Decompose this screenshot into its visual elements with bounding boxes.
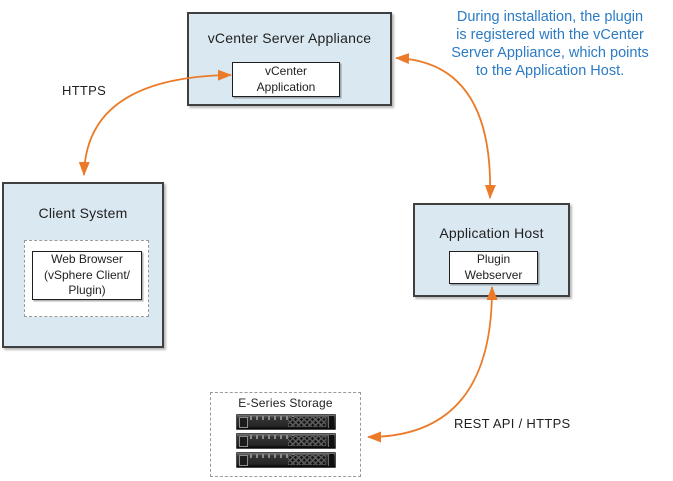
rack-vent-mesh <box>288 455 326 465</box>
server-rack-icon <box>236 452 336 468</box>
rest-api-label: REST API / HTTPS <box>454 416 571 431</box>
rack-drive-latches <box>250 416 296 420</box>
eseries-storage-node: E-Series Storage <box>210 392 361 477</box>
web-browser-label-line3: Plugin) <box>68 283 106 298</box>
server-rack-icon <box>236 433 336 449</box>
installation-note: During installation, the plugin is regis… <box>428 8 672 80</box>
plugin-webserver-label-line2: Webserver <box>464 267 523 282</box>
installation-note-line2: is registered with the vCenter <box>456 27 644 43</box>
vcenter-application-box: vCenter Application <box>232 62 340 97</box>
client-system-dashed-area: Web Browser (vSphere Client/ Plugin) <box>24 240 149 317</box>
vcenter-appliance-title: vCenter Server Appliance <box>207 30 372 46</box>
rack-drive-latches <box>250 435 296 439</box>
installation-note-line3: Server Appliance, which points <box>451 45 649 61</box>
application-host-title: Application Host <box>439 225 544 241</box>
rest-api-arrow <box>367 286 498 443</box>
plugin-webserver-box: Plugin Webserver <box>449 251 538 284</box>
plugin-webserver-label-line1: Plugin <box>476 252 511 266</box>
vcenter-application-label-line1: vCenter <box>264 64 308 78</box>
installation-note-line1: During installation, the plugin <box>456 9 644 25</box>
client-system-title: Client System <box>38 205 128 221</box>
rack-vent-mesh <box>288 417 326 427</box>
client-system-node: Client System Web Browser (vSphere Clien… <box>2 182 164 348</box>
https-arrow <box>78 69 232 176</box>
web-browser-label-line1: Web Browser <box>51 252 123 267</box>
registration-arrow <box>395 53 496 199</box>
web-browser-box: Web Browser (vSphere Client/ Plugin) <box>32 251 142 300</box>
rack-drive-latches <box>250 454 296 458</box>
vcenter-application-label-line2: Application <box>256 79 316 94</box>
rack-vent-mesh <box>288 436 326 446</box>
https-label: HTTPS <box>62 83 107 98</box>
application-host-node: Application Host Plugin Webserver <box>413 203 570 297</box>
server-rack-icon <box>236 414 336 430</box>
storage-rack-stack <box>236 414 336 471</box>
eseries-storage-title: E-Series Storage <box>238 396 333 410</box>
installation-note-line4: to the Application Host. <box>475 63 625 79</box>
web-browser-label-line2: (vSphere Client/ <box>43 267 131 282</box>
